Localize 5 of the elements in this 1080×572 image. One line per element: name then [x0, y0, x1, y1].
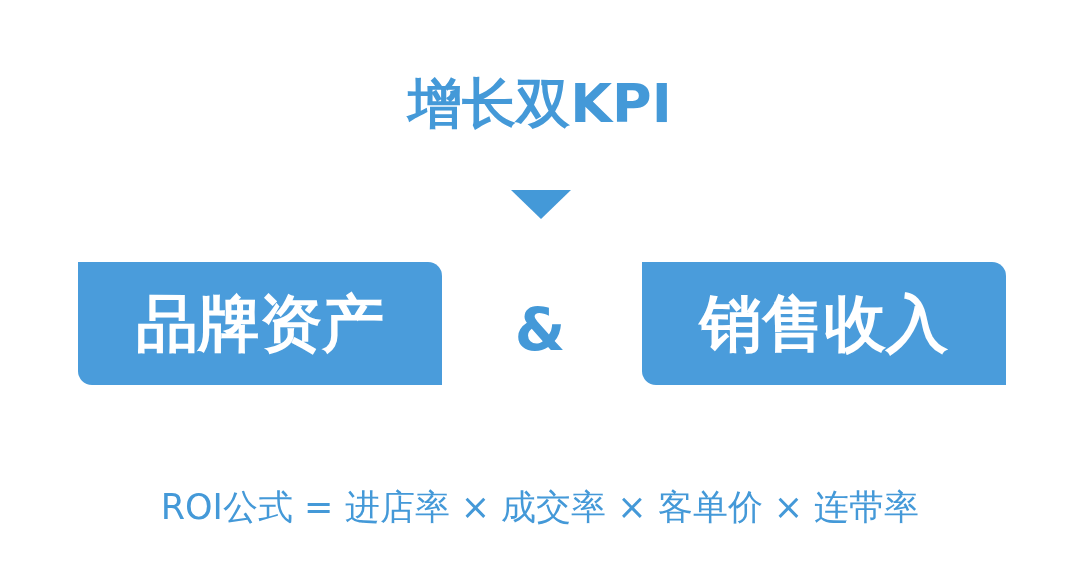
- label-box: 销售收入: [642, 262, 1006, 385]
- title: 增长双KPI: [405, 71, 673, 137]
- label-box: 品牌资产: [78, 262, 442, 385]
- ampersand: &: [513, 296, 567, 364]
- formula-text: ROI公式 = 进店率 × 成交率 × 客单价 × 连带率: [159, 486, 921, 529]
